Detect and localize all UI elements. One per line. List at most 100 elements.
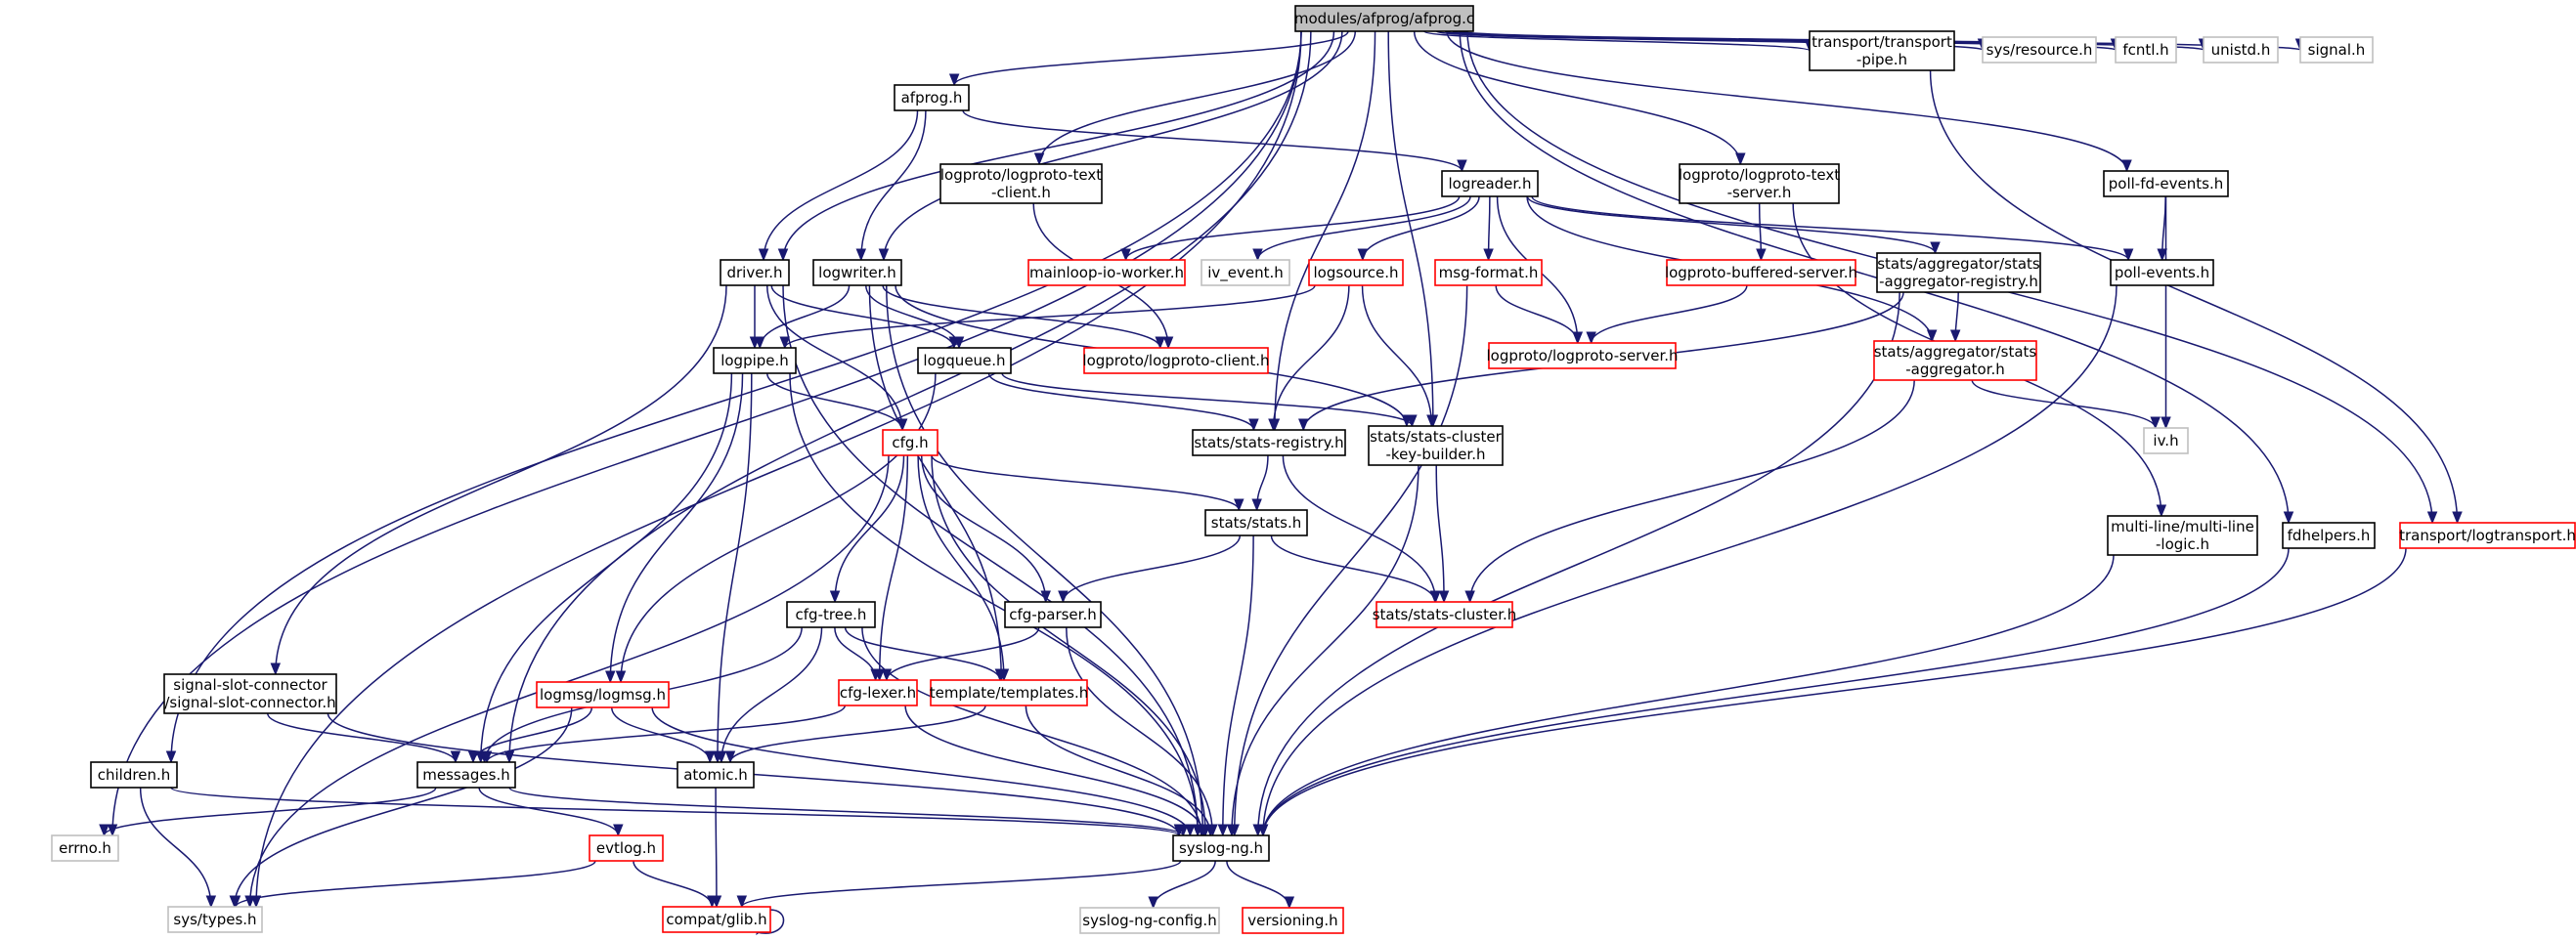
node-messages[interactable]: messages.h: [416, 761, 516, 789]
edge-msg-format-to-lp-server: [1495, 284, 1583, 345]
edge-line: [651, 706, 1192, 836]
edge-line: [789, 372, 1199, 836]
edge-line: [1590, 284, 1748, 344]
edge-line: [883, 30, 1343, 261]
arrowhead-icon: [716, 750, 727, 764]
edge-stats-agg-to-stats-cluster: [1464, 379, 1915, 604]
edge-line: [844, 626, 1001, 681]
node-signal[interactable]: signal.h: [2299, 36, 2374, 64]
node-stats-registry[interactable]: stats/stats-registry.h: [1192, 429, 1346, 456]
node-iv[interactable]: iv.h: [2143, 427, 2189, 454]
arrowhead-icon: [1438, 590, 1450, 604]
node-transport-pipe[interactable]: transport/transport-pipe.h: [1809, 30, 1955, 71]
edge-logpipe-to-logmsg: [605, 372, 744, 684]
arrowhead-icon: [1268, 418, 1279, 432]
node-label: -server.h: [1727, 184, 1792, 201]
node-cfg[interactable]: cfg.h: [882, 429, 939, 456]
node-logsource[interactable]: logsource.h: [1308, 259, 1404, 286]
node-mainloop-io[interactable]: mainloop-io-worker.h: [1027, 259, 1186, 286]
edge-templates-to-syslog-ng: [1025, 705, 1216, 837]
node-logwriter[interactable]: logwriter.h: [812, 259, 902, 286]
edge-root-to-children: [165, 30, 1302, 764]
edge-line: [111, 30, 1302, 836]
edge-root-to-cluster-kb: [1387, 30, 1439, 428]
edge-logmsg-to-atomic: [610, 706, 716, 764]
node-label: logproto-buffered-server.h: [1665, 264, 1857, 281]
node-unistd[interactable]: unistd.h: [2203, 36, 2279, 64]
node-cluster-kb[interactable]: stats/stats-cluster-key-builder.h: [1368, 425, 1504, 466]
node-logqueue[interactable]: logqueue.h: [917, 347, 1012, 374]
edge-line: [1256, 291, 1900, 836]
arrowhead-icon: [1429, 590, 1441, 604]
node-logreader[interactable]: logreader.h: [1441, 170, 1539, 197]
node-signal-slot[interactable]: signal-slot-connector/signal-slot-connec…: [163, 673, 337, 714]
node-cfg-tree[interactable]: cfg-tree.h: [786, 601, 876, 628]
edge-line: [1495, 284, 1579, 344]
arrowhead-icon: [613, 824, 624, 837]
node-children[interactable]: children.h: [90, 761, 178, 789]
node-versioning[interactable]: versioning.h: [1242, 907, 1344, 934]
edge-agg-registry-to-stats-agg: [1949, 291, 1961, 343]
edge-root-to-driver: [777, 30, 1335, 262]
node-cfg-parser[interactable]: cfg-parser.h: [1004, 601, 1102, 628]
edge-line: [1274, 30, 1376, 431]
edge-root-to-stats-registry: [1269, 30, 1376, 432]
arrowhead-icon: [1483, 248, 1494, 262]
edge-logtransport-to-syslog-ng: [1257, 547, 2407, 837]
edge-line: [1531, 195, 2129, 261]
node-templates[interactable]: template/templates.h: [930, 679, 1089, 706]
edge-line: [255, 30, 1302, 908]
node-stats-agg[interactable]: stats/aggregator/stats-aggregator.h: [1873, 340, 2037, 381]
arrowhead-icon: [855, 248, 867, 262]
node-multiline[interactable]: multi-line/multi-line-logic.h: [2107, 515, 2258, 556]
edge-line: [763, 109, 919, 261]
edge-line: [275, 284, 727, 675]
node-cfg-lexer[interactable]: cfg-lexer.h: [838, 679, 918, 706]
node-label: cfg-tree.h: [796, 606, 867, 623]
node-label: poll-events.h: [2115, 264, 2209, 281]
node-glib[interactable]: compat/glib.h: [662, 906, 771, 933]
node-box: [1873, 340, 2037, 381]
node-sys-resource[interactable]: sys/resource.h: [1982, 36, 2097, 64]
edges-layer: [99, 30, 2463, 936]
arrowhead-icon: [1357, 248, 1369, 262]
node-box: [1294, 5, 1474, 32]
edge-line: [1233, 284, 1468, 836]
node-root[interactable]: modules/afprog/afprog.c: [1294, 5, 1474, 32]
node-errno[interactable]: errno.h: [51, 834, 119, 862]
node-label: logwriter.h: [818, 264, 896, 281]
node-poll-events[interactable]: poll-events.h: [2110, 259, 2214, 286]
node-iv-event[interactable]: iv_event.h: [1201, 259, 1290, 286]
node-logpipe[interactable]: logpipe.h: [713, 347, 797, 374]
node-syslog-ng-config[interactable]: syslog-ng-config.h: [1079, 907, 1220, 934]
edge-line: [1361, 284, 1433, 427]
edge-line: [962, 109, 1463, 172]
node-syslog-ng[interactable]: syslog-ng.h: [1172, 834, 1270, 862]
node-stats-cluster[interactable]: stats/stats-cluster.h: [1373, 601, 1517, 628]
node-evtlog[interactable]: evtlog.h: [589, 834, 664, 862]
node-afprog-h[interactable]: afprog.h: [894, 84, 970, 111]
node-lp-buffered[interactable]: logproto-buffered-server.h: [1665, 259, 1857, 286]
node-lp-text-client[interactable]: logproto/logproto-text-client.h: [939, 163, 1103, 204]
node-box: [1666, 259, 1856, 286]
node-msg-format[interactable]: msg-format.h: [1434, 259, 1543, 286]
node-lp-server[interactable]: logproto/logproto-server.h: [1486, 342, 1679, 369]
node-driver[interactable]: driver.h: [720, 259, 790, 286]
edge-line: [1929, 69, 2459, 524]
node-label: transport/transport: [1812, 33, 1952, 51]
node-sys-types[interactable]: sys/types.h: [167, 906, 263, 933]
node-poll-fd-events[interactable]: poll-fd-events.h: [2103, 170, 2229, 197]
node-atomic[interactable]: atomic.h: [677, 761, 755, 789]
node-fcntl[interactable]: fcntl.h: [2115, 36, 2177, 64]
node-lp-text-server[interactable]: logproto/logproto-text-server.h: [1679, 163, 1840, 204]
edge-poll-fd-events-to-iv: [2161, 196, 2171, 430]
arrowhead-icon: [503, 750, 515, 764]
node-logmsg[interactable]: logmsg/logmsg.h: [536, 681, 670, 708]
arrowhead-icon: [1426, 414, 1437, 428]
arrowhead-icon: [1204, 824, 1216, 837]
node-lp-client[interactable]: logproto/logproto-client.h: [1082, 347, 1270, 374]
node-agg-registry[interactable]: stats/aggregator/stats-aggregator-regist…: [1876, 252, 2041, 293]
node-stats[interactable]: stats/stats.h: [1204, 509, 1308, 536]
node-logtransport[interactable]: transport/logtransport.h: [2399, 522, 2576, 549]
node-fdhelpers[interactable]: fdhelpers.h: [2282, 522, 2376, 549]
